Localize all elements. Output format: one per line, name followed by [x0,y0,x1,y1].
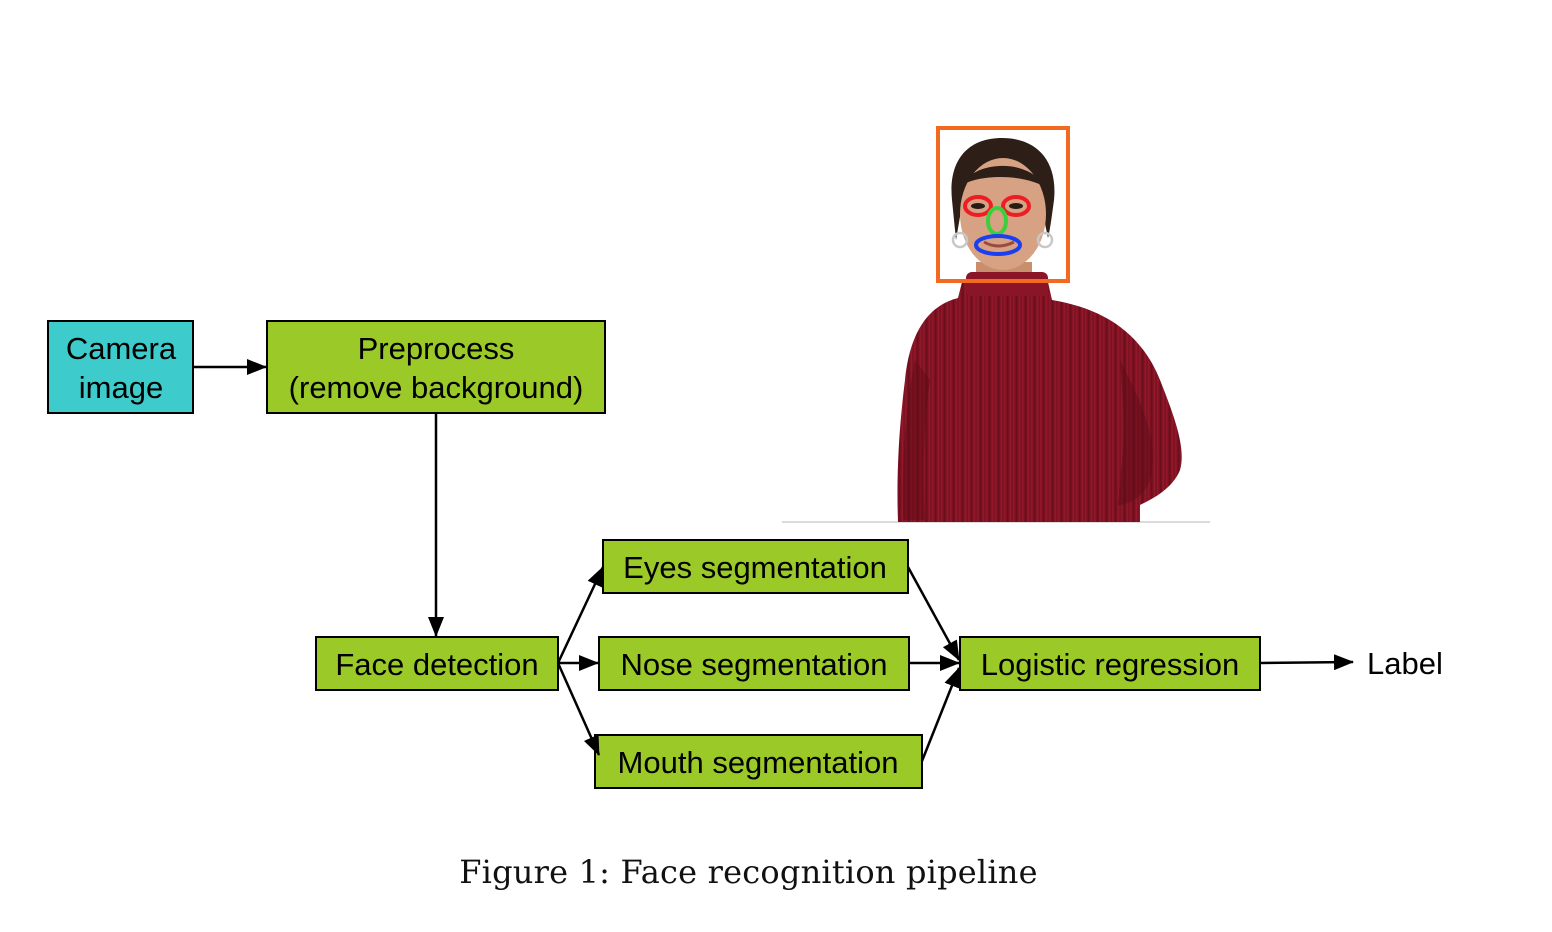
eyes-segmentation-box [602,539,909,594]
logistic-regression-node: Logistic regression [959,636,1261,691]
mouth-segmentation-node: Mouth segmentation [594,734,923,789]
eyes-segmentation-node: Eyes segmentation [602,539,909,594]
nose-segmentation-label: Nose segmentation [620,647,887,682]
arrow-logistic-to-label [1259,654,1354,671]
preprocess-label-line1: Preprocess [358,331,515,366]
arrow-mouth-to-logistic [920,667,961,762]
arrows [193,359,1354,762]
camera-label-line1: Camera [66,331,177,366]
mouth-segmentation-box [594,734,923,789]
eye-left [971,203,985,209]
arrow-eyes-to-logistic [906,566,961,661]
logistic-regression-box [959,636,1261,691]
collar [966,272,1048,296]
figure-caption: Figure 1: Face recognition pipeline [459,853,1038,891]
sweater-left-shade [902,360,930,520]
sweater-arm-shade [1118,360,1153,505]
logistic-regression-label: Logistic regression [981,647,1239,682]
preprocess-label-line2: (remove background) [289,370,584,405]
output-label: Label [1367,646,1443,681]
hair [951,138,1055,240]
eye-right [1009,203,1023,209]
preprocess-box [266,320,606,414]
camera-label-line2: image [79,370,163,405]
nose-segmentation-box [598,636,910,691]
arrow-face-to-eyes [556,566,605,664]
sweater [897,282,1182,522]
eye-marker-right [1001,195,1031,217]
camera-image-node: Camera image [47,320,194,414]
face-detection-box [315,636,559,691]
nose-marker [986,206,1008,236]
earring-left [951,231,969,249]
face-bounding-box [936,126,1070,283]
preprocess-node: Preprocess (remove background) [266,320,606,414]
mouth-lips [983,240,1015,248]
eye-marker-left [963,195,993,217]
nose-segmentation-node: Nose segmentation [598,636,910,691]
eyes-segmentation-label: Eyes segmentation [623,550,887,585]
person-photo [782,126,1210,523]
hair-fringe [962,165,1046,188]
arrow-face-to-mouth [556,662,601,756]
mouth-segmentation-label: Mouth segmentation [618,745,899,780]
mouth-marker [974,234,1022,256]
face-detection-label: Face detection [335,647,538,682]
earring-right [1036,231,1054,249]
face-detection-node: Face detection [315,636,559,691]
